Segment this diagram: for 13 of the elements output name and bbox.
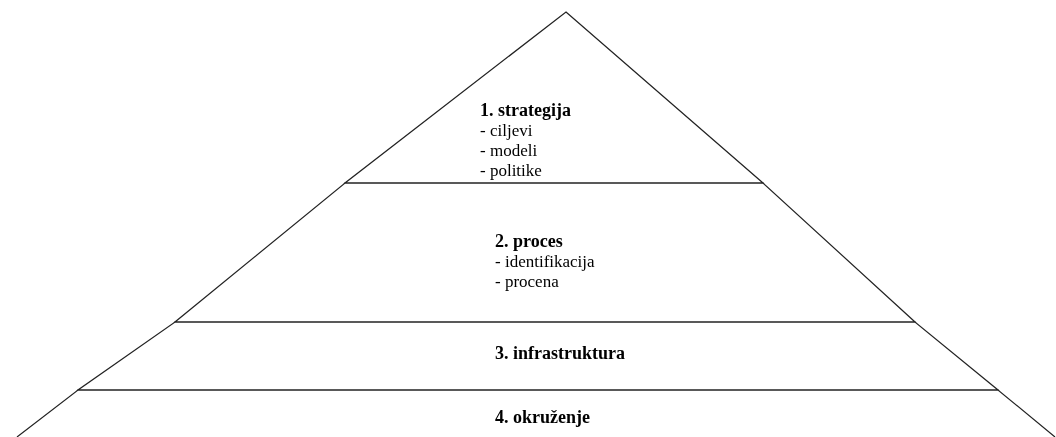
layer-heading: 4. okruženje [495, 407, 590, 428]
pyramid-layer [175, 183, 915, 322]
pyramid-layer [78, 322, 998, 390]
layer-heading: 2. proces [495, 231, 563, 252]
pyramid-layer [345, 12, 763, 183]
list-item: - modeli [480, 141, 538, 161]
layer-heading: 1. strategija [480, 100, 571, 121]
list-item: - procena [495, 272, 559, 292]
list-item: - politike [480, 161, 542, 181]
pyramid-layer [17, 390, 1055, 437]
list-item: - identifikacija [495, 252, 595, 272]
layer-heading: 3. infrastruktura [495, 343, 625, 364]
list-item: - ciljevi [480, 121, 533, 141]
